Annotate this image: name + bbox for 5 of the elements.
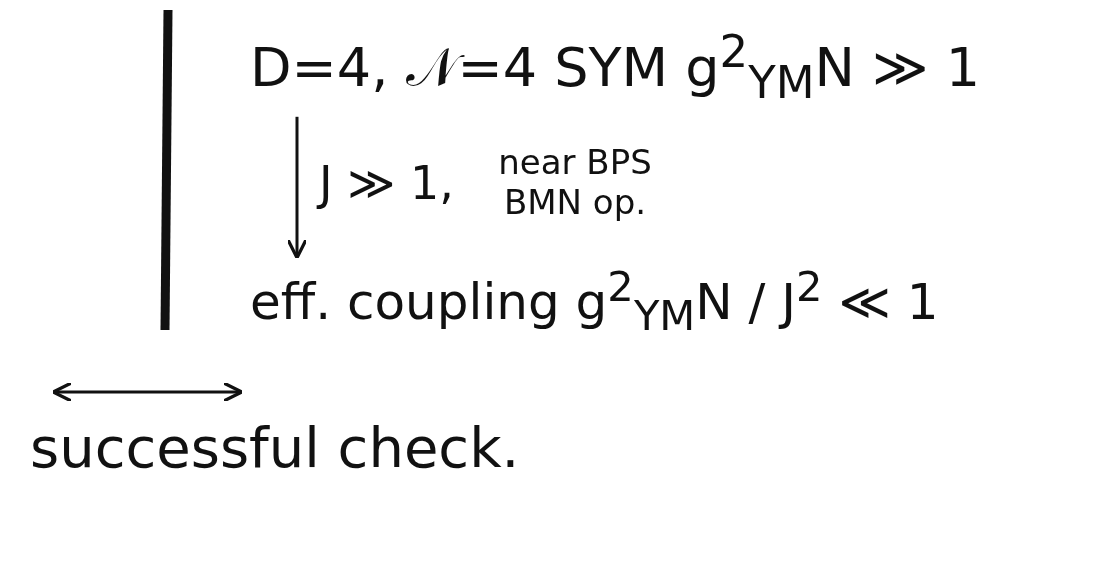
note-text: near BPS BMN op.	[497, 142, 653, 222]
formula-text: eff. coupling g$^{2}$$_{YM}$N / J$^{2}$ ≪ 1	[250, 262, 939, 340]
formula-text: D=4, 𝒩=4 SYM g$^{2}$$_{YM}$N ≫ 1	[250, 25, 981, 109]
arrow	[286, 116, 308, 260]
note-text: successful check.	[30, 415, 520, 480]
